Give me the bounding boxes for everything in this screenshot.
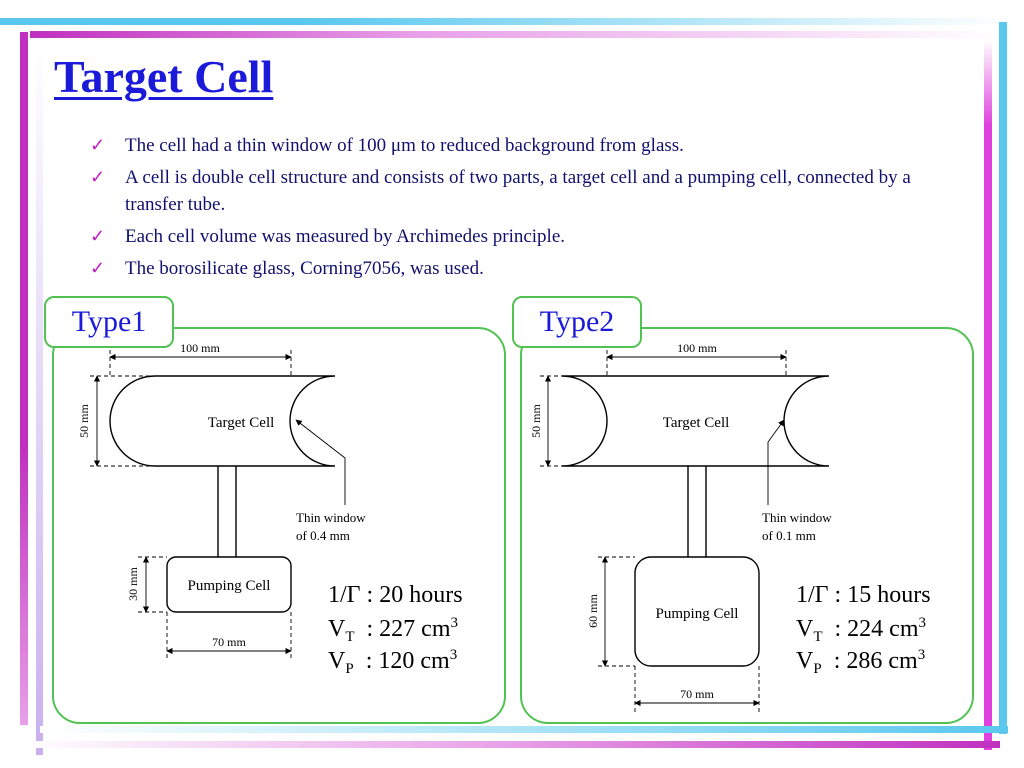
type2-vp: VP : 286 cm3: [796, 647, 925, 677]
type2-tab: Type2: [512, 296, 642, 348]
type1-diagram: [109, 375, 336, 613]
type2-target-label: Target Cell: [663, 415, 730, 431]
bullet-text: The borosilicate glass, Corning7056, was…: [125, 258, 484, 279]
type2-dimension-lines: [540, 350, 787, 712]
type2-window-label: Thin window: [762, 510, 832, 525]
type1-target-label: Target Cell: [208, 415, 275, 431]
type2-lifetime: 1/Γ : 15 hours: [796, 582, 931, 608]
bottom-magenta-bar: [20, 741, 1000, 748]
bullet-item: ✓ Each cell volume was measured by Archi…: [90, 223, 970, 250]
type2-window-label-2: of 0.1 mm: [762, 528, 816, 543]
type1-window-label-2: of 0.4 mm: [296, 528, 350, 543]
type2-dim-70mm: 70 mm: [680, 687, 714, 701]
type2-stats: 1/Γ : 15 hours VT : 224 cm3 VP : 286 cm3: [796, 582, 931, 677]
top-magenta-bar: [30, 31, 1000, 38]
type1-window-label: Thin window: [296, 510, 366, 525]
type2-pump-label: Pumping Cell: [656, 606, 739, 622]
right-cyan-bar: [999, 22, 1007, 734]
left-magenta-bar: [20, 32, 28, 725]
type2-vt: VT : 224 cm3: [796, 615, 926, 645]
type2-dim-100mm: 100 mm: [677, 341, 717, 355]
type2-diagram: [561, 375, 830, 667]
type1-target-cell-shape: [109, 375, 336, 467]
type1-dim-70mm: 70 mm: [212, 635, 246, 649]
top-cyan-bar: [0, 18, 1010, 25]
bullet-item: ✓ The cell had a thin window of 100 μm t…: [90, 132, 970, 159]
checkmark-icon: ✓: [90, 167, 106, 187]
type1-pumping-cell-shape: [166, 556, 292, 613]
bullet-item: ✓ A cell is double cell structure and co…: [90, 164, 970, 218]
checkmark-icon: ✓: [90, 226, 106, 246]
type1-vt: VT : 227 cm3: [328, 615, 458, 645]
slide-title: Target Cell: [54, 51, 274, 102]
type2-pumping-cell-shape: [634, 556, 760, 667]
checkmark-icon: ✓: [90, 135, 106, 155]
type1-dimension-lines: [90, 350, 346, 658]
type1-tab: Type1: [44, 296, 174, 348]
type1-vp: VP : 120 cm3: [328, 647, 457, 677]
left-lavender-bar: [36, 40, 43, 755]
type2-dim-50mm: 50 mm: [529, 404, 543, 438]
bullet-text: The cell had a thin window of 100 μm to …: [125, 135, 684, 156]
type1-lifetime: 1/Γ : 20 hours: [328, 582, 463, 608]
type1-dim-100mm: 100 mm: [180, 341, 220, 355]
checkmark-icon: ✓: [90, 258, 106, 278]
type1-stats: 1/Γ : 20 hours VT : 227 cm3 VP : 120 cm3: [328, 582, 463, 677]
type1-dim-30mm: 30 mm: [126, 567, 140, 601]
bottom-cyan-bar: [40, 726, 1008, 733]
type1-pump-label: Pumping Cell: [188, 578, 271, 594]
bullet-text: Each cell volume was measured by Archime…: [125, 226, 566, 247]
type1-dim-50mm: 50 mm: [77, 404, 91, 438]
bullet-text: A cell is double cell structure and cons…: [125, 167, 911, 215]
type2-target-cell-shape: [561, 375, 830, 467]
bullet-item: ✓ The borosilicate glass, Corning7056, w…: [90, 255, 970, 282]
right-magenta-bar: [984, 40, 992, 750]
bullet-list: ✓ The cell had a thin window of 100 μm t…: [90, 132, 970, 287]
type2-dim-60mm: 60 mm: [586, 594, 600, 628]
